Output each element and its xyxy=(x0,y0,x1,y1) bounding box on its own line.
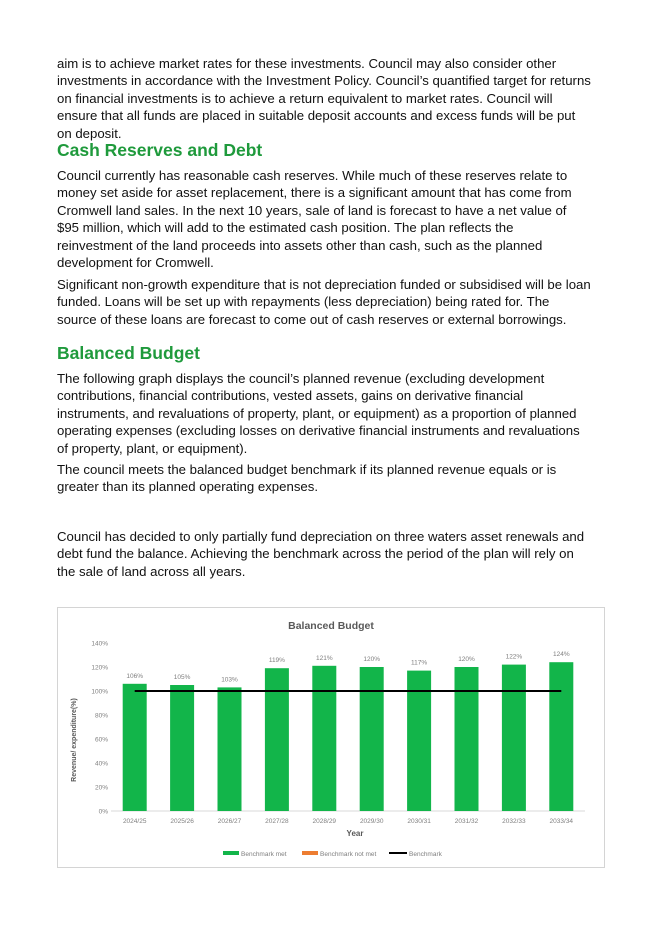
balanced-budget-paragraph-2: The council meets the balanced budget be… xyxy=(57,462,557,495)
legend-label: Benchmark met xyxy=(241,851,287,858)
bar-benchmark-met xyxy=(454,667,479,811)
legend-swatch xyxy=(302,851,318,855)
bar-data-label: 106% xyxy=(126,673,143,680)
x-tick-label: 2025/26 xyxy=(170,818,194,825)
cash-reserves-paragraph-1: Council currently has reasonable cash re… xyxy=(57,168,572,271)
y-tick-label: 120% xyxy=(91,665,108,672)
bar-data-label: 122% xyxy=(506,654,523,661)
x-tick-label: 2030/31 xyxy=(407,818,431,825)
y-tick-label: 0% xyxy=(99,809,109,816)
x-tick-label: 2029/30 xyxy=(360,818,384,825)
y-tick-label: 140% xyxy=(91,641,108,648)
legend-swatch xyxy=(223,851,239,855)
bar-data-label: 105% xyxy=(174,674,191,681)
bar-benchmark-met xyxy=(217,687,242,811)
bar-data-label: 124% xyxy=(553,651,570,658)
chart-x-axis-label: Year xyxy=(347,829,364,838)
y-tick-label: 20% xyxy=(95,785,108,792)
cash-reserves-heading: Cash Reserves and Debt xyxy=(57,140,263,160)
balanced-budget-heading: Balanced Budget xyxy=(57,343,200,363)
chart-title: Balanced Budget xyxy=(288,620,374,632)
y-tick-label: 100% xyxy=(91,689,108,696)
chart-svg: Balanced Budget Year Revenue/ expenditur… xyxy=(71,620,585,858)
bar-data-label: 120% xyxy=(458,656,475,663)
x-tick-label: 2024/25 xyxy=(123,818,147,825)
bar-benchmark-met xyxy=(312,665,337,811)
legend-label: Benchmark not met xyxy=(320,851,377,858)
x-tick-label: 2033/34 xyxy=(550,818,574,825)
bar-benchmark-met xyxy=(122,683,147,811)
x-tick-label: 2032/33 xyxy=(502,818,526,825)
bar-benchmark-met xyxy=(407,670,432,811)
bar-benchmark-met xyxy=(264,668,289,811)
bar-data-label: 103% xyxy=(221,676,238,683)
balanced-budget-paragraph-1: The following graph displays the council… xyxy=(57,371,580,456)
x-tick-label: 2028/29 xyxy=(313,818,337,825)
x-tick-label: 2027/28 xyxy=(265,818,289,825)
y-tick-label: 60% xyxy=(95,737,108,744)
cash-reserves-paragraph-2: Significant non-growth expenditure that … xyxy=(57,277,591,327)
bar-data-label: 121% xyxy=(316,655,333,662)
bar-benchmark-met xyxy=(501,664,526,811)
balanced-budget-chart: Balanced Budget Year Revenue/ expenditur… xyxy=(57,607,605,868)
bar-data-label: 120% xyxy=(363,656,380,663)
bar-data-label: 119% xyxy=(269,657,285,664)
y-tick-label: 40% xyxy=(95,761,108,768)
legend-label: Benchmark xyxy=(409,851,443,858)
bar-benchmark-met xyxy=(549,662,574,811)
balanced-budget-paragraph-3: Council has decided to only partially fu… xyxy=(57,529,585,579)
bar-benchmark-met xyxy=(359,667,384,811)
x-tick-label: 2026/27 xyxy=(218,818,242,825)
x-tick-label: 2031/32 xyxy=(455,818,479,825)
chart-y-axis-label: Revenue/ expenditure(%) xyxy=(71,698,78,782)
intro-paragraph: aim is to achieve market rates for these… xyxy=(57,56,591,141)
y-tick-label: 80% xyxy=(95,713,108,720)
bar-data-label: 117% xyxy=(411,660,427,667)
bar-benchmark-met xyxy=(170,685,195,811)
